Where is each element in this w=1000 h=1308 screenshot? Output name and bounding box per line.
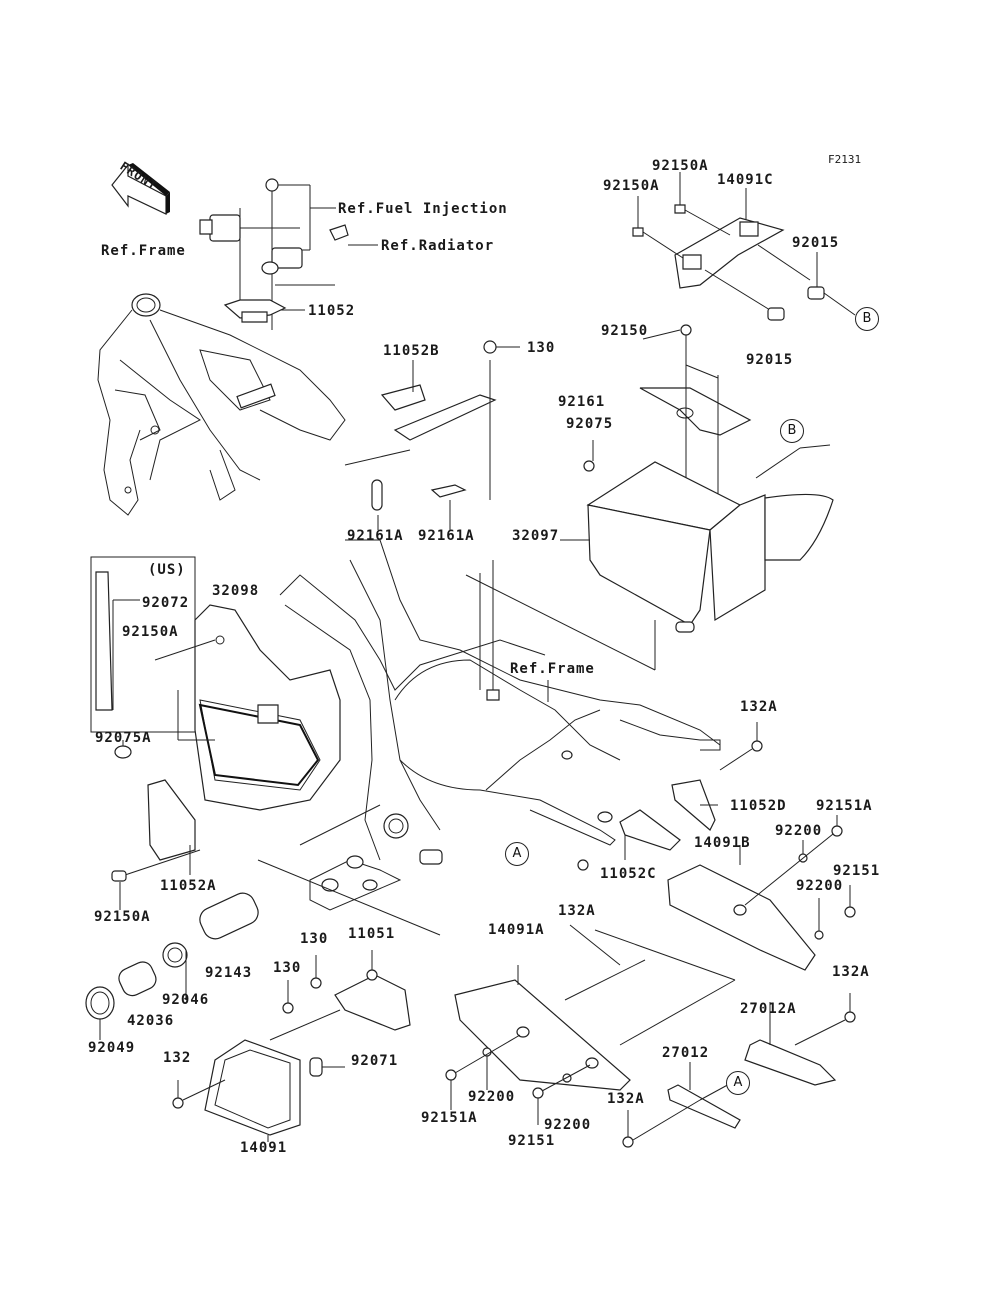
- ref-frame-top[interactable]: Ref.Frame: [101, 243, 186, 259]
- pivot-parts-illustration: [86, 889, 262, 1040]
- part-label-92200-bottom1[interactable]: 92200: [468, 1089, 516, 1105]
- part-label-92072[interactable]: 92072: [142, 595, 190, 611]
- part-label-92200-bottom2[interactable]: 92200: [544, 1117, 592, 1133]
- part-label-92049[interactable]: 92049: [88, 1040, 136, 1056]
- callout-a-frame[interactable]: A: [505, 842, 529, 866]
- part-label-27012a[interactable]: 27012A: [740, 1001, 797, 1017]
- part-label-11052a[interactable]: 11052A: [160, 878, 217, 894]
- part-label-92151-right[interactable]: 92151: [833, 863, 881, 879]
- part-label-92075[interactable]: 92075: [566, 416, 614, 432]
- part-label-92200-right1[interactable]: 92200: [775, 823, 823, 839]
- part-label-92015-a[interactable]: 92015: [792, 235, 840, 251]
- part-label-92015-b[interactable]: 92015: [746, 352, 794, 368]
- ref-fuel-injection[interactable]: Ref.Fuel Injection: [338, 201, 508, 217]
- part-label-14091b[interactable]: 14091B: [694, 835, 751, 851]
- part-label-92150a-bottom[interactable]: 92150A: [94, 909, 151, 925]
- callout-b-case[interactable]: B: [780, 419, 804, 443]
- part-label-92151-bottom[interactable]: 92151: [508, 1133, 556, 1149]
- part-label-92161a-a[interactable]: 92161A: [347, 528, 404, 544]
- sensor-bracket-illustration: [200, 179, 378, 330]
- part-label-130-a[interactable]: 130: [300, 931, 329, 947]
- part-label-130-top[interactable]: 130: [527, 340, 556, 356]
- main-frame-illustration: [258, 540, 720, 935]
- box-32098-illustration: [155, 605, 340, 810]
- part-label-92151a-right[interactable]: 92151A: [816, 798, 873, 814]
- bracket-11051-illustration: [173, 950, 410, 1142]
- region-note-us: (US): [148, 562, 186, 578]
- us-strip-box: [91, 557, 195, 732]
- part-label-92200-right2[interactable]: 92200: [796, 878, 844, 894]
- callout-a-bracket[interactable]: A: [726, 1071, 750, 1095]
- part-label-132[interactable]: 132: [163, 1050, 192, 1066]
- ref-radiator[interactable]: Ref.Radiator: [381, 238, 495, 254]
- part-label-132a-right[interactable]: 132A: [832, 964, 870, 980]
- cover-14091c-illustration: [633, 172, 855, 320]
- part-label-92046[interactable]: 92046: [162, 992, 210, 1008]
- part-label-92151a-bottom[interactable]: 92151A: [421, 1110, 478, 1126]
- bracket-11052b-illustration: [345, 341, 520, 530]
- part-label-11051[interactable]: 11051: [348, 926, 396, 942]
- part-label-27012[interactable]: 27012: [662, 1045, 710, 1061]
- figure-code: F2131: [828, 153, 862, 166]
- part-label-11052c[interactable]: 11052C: [600, 866, 657, 882]
- battery-case-32097-illustration: [466, 325, 833, 670]
- part-label-92071[interactable]: 92071: [351, 1053, 399, 1069]
- plate-11052a-illustration: [112, 740, 200, 910]
- part-label-92150a-left[interactable]: 92150A: [122, 624, 179, 640]
- part-label-132a-frame[interactable]: 132A: [740, 699, 778, 715]
- part-label-92143[interactable]: 92143: [205, 965, 253, 981]
- part-label-11052b[interactable]: 11052B: [383, 343, 440, 359]
- part-label-42036[interactable]: 42036: [127, 1013, 175, 1029]
- part-label-92161a-b[interactable]: 92161A: [418, 528, 475, 544]
- part-label-14091c[interactable]: 14091C: [717, 172, 774, 188]
- part-label-92150[interactable]: 92150: [601, 323, 649, 339]
- part-label-130-b[interactable]: 130: [273, 960, 302, 976]
- part-label-92161[interactable]: 92161: [558, 394, 606, 410]
- part-label-11052[interactable]: 11052: [308, 303, 356, 319]
- part-label-132a-mid[interactable]: 132A: [558, 903, 596, 919]
- part-label-92150a-top2[interactable]: 92150A: [652, 158, 709, 174]
- part-label-14091[interactable]: 14091: [240, 1140, 288, 1156]
- part-label-92150a-top1[interactable]: 92150A: [603, 178, 660, 194]
- part-label-32097[interactable]: 32097: [512, 528, 560, 544]
- frame-head-illustration: [98, 294, 345, 515]
- part-label-14091a[interactable]: 14091A: [488, 922, 545, 938]
- ref-frame-main[interactable]: Ref.Frame: [510, 661, 595, 677]
- callout-b-top[interactable]: B: [855, 307, 879, 331]
- part-label-92075a[interactable]: 92075A: [95, 730, 152, 746]
- part-label-32098[interactable]: 32098: [212, 583, 260, 599]
- right-covers-illustration: [446, 722, 855, 1147]
- part-label-11052d[interactable]: 11052D: [730, 798, 787, 814]
- part-label-132a-bottom[interactable]: 132A: [607, 1091, 645, 1107]
- front-arrow-icon: [112, 163, 170, 214]
